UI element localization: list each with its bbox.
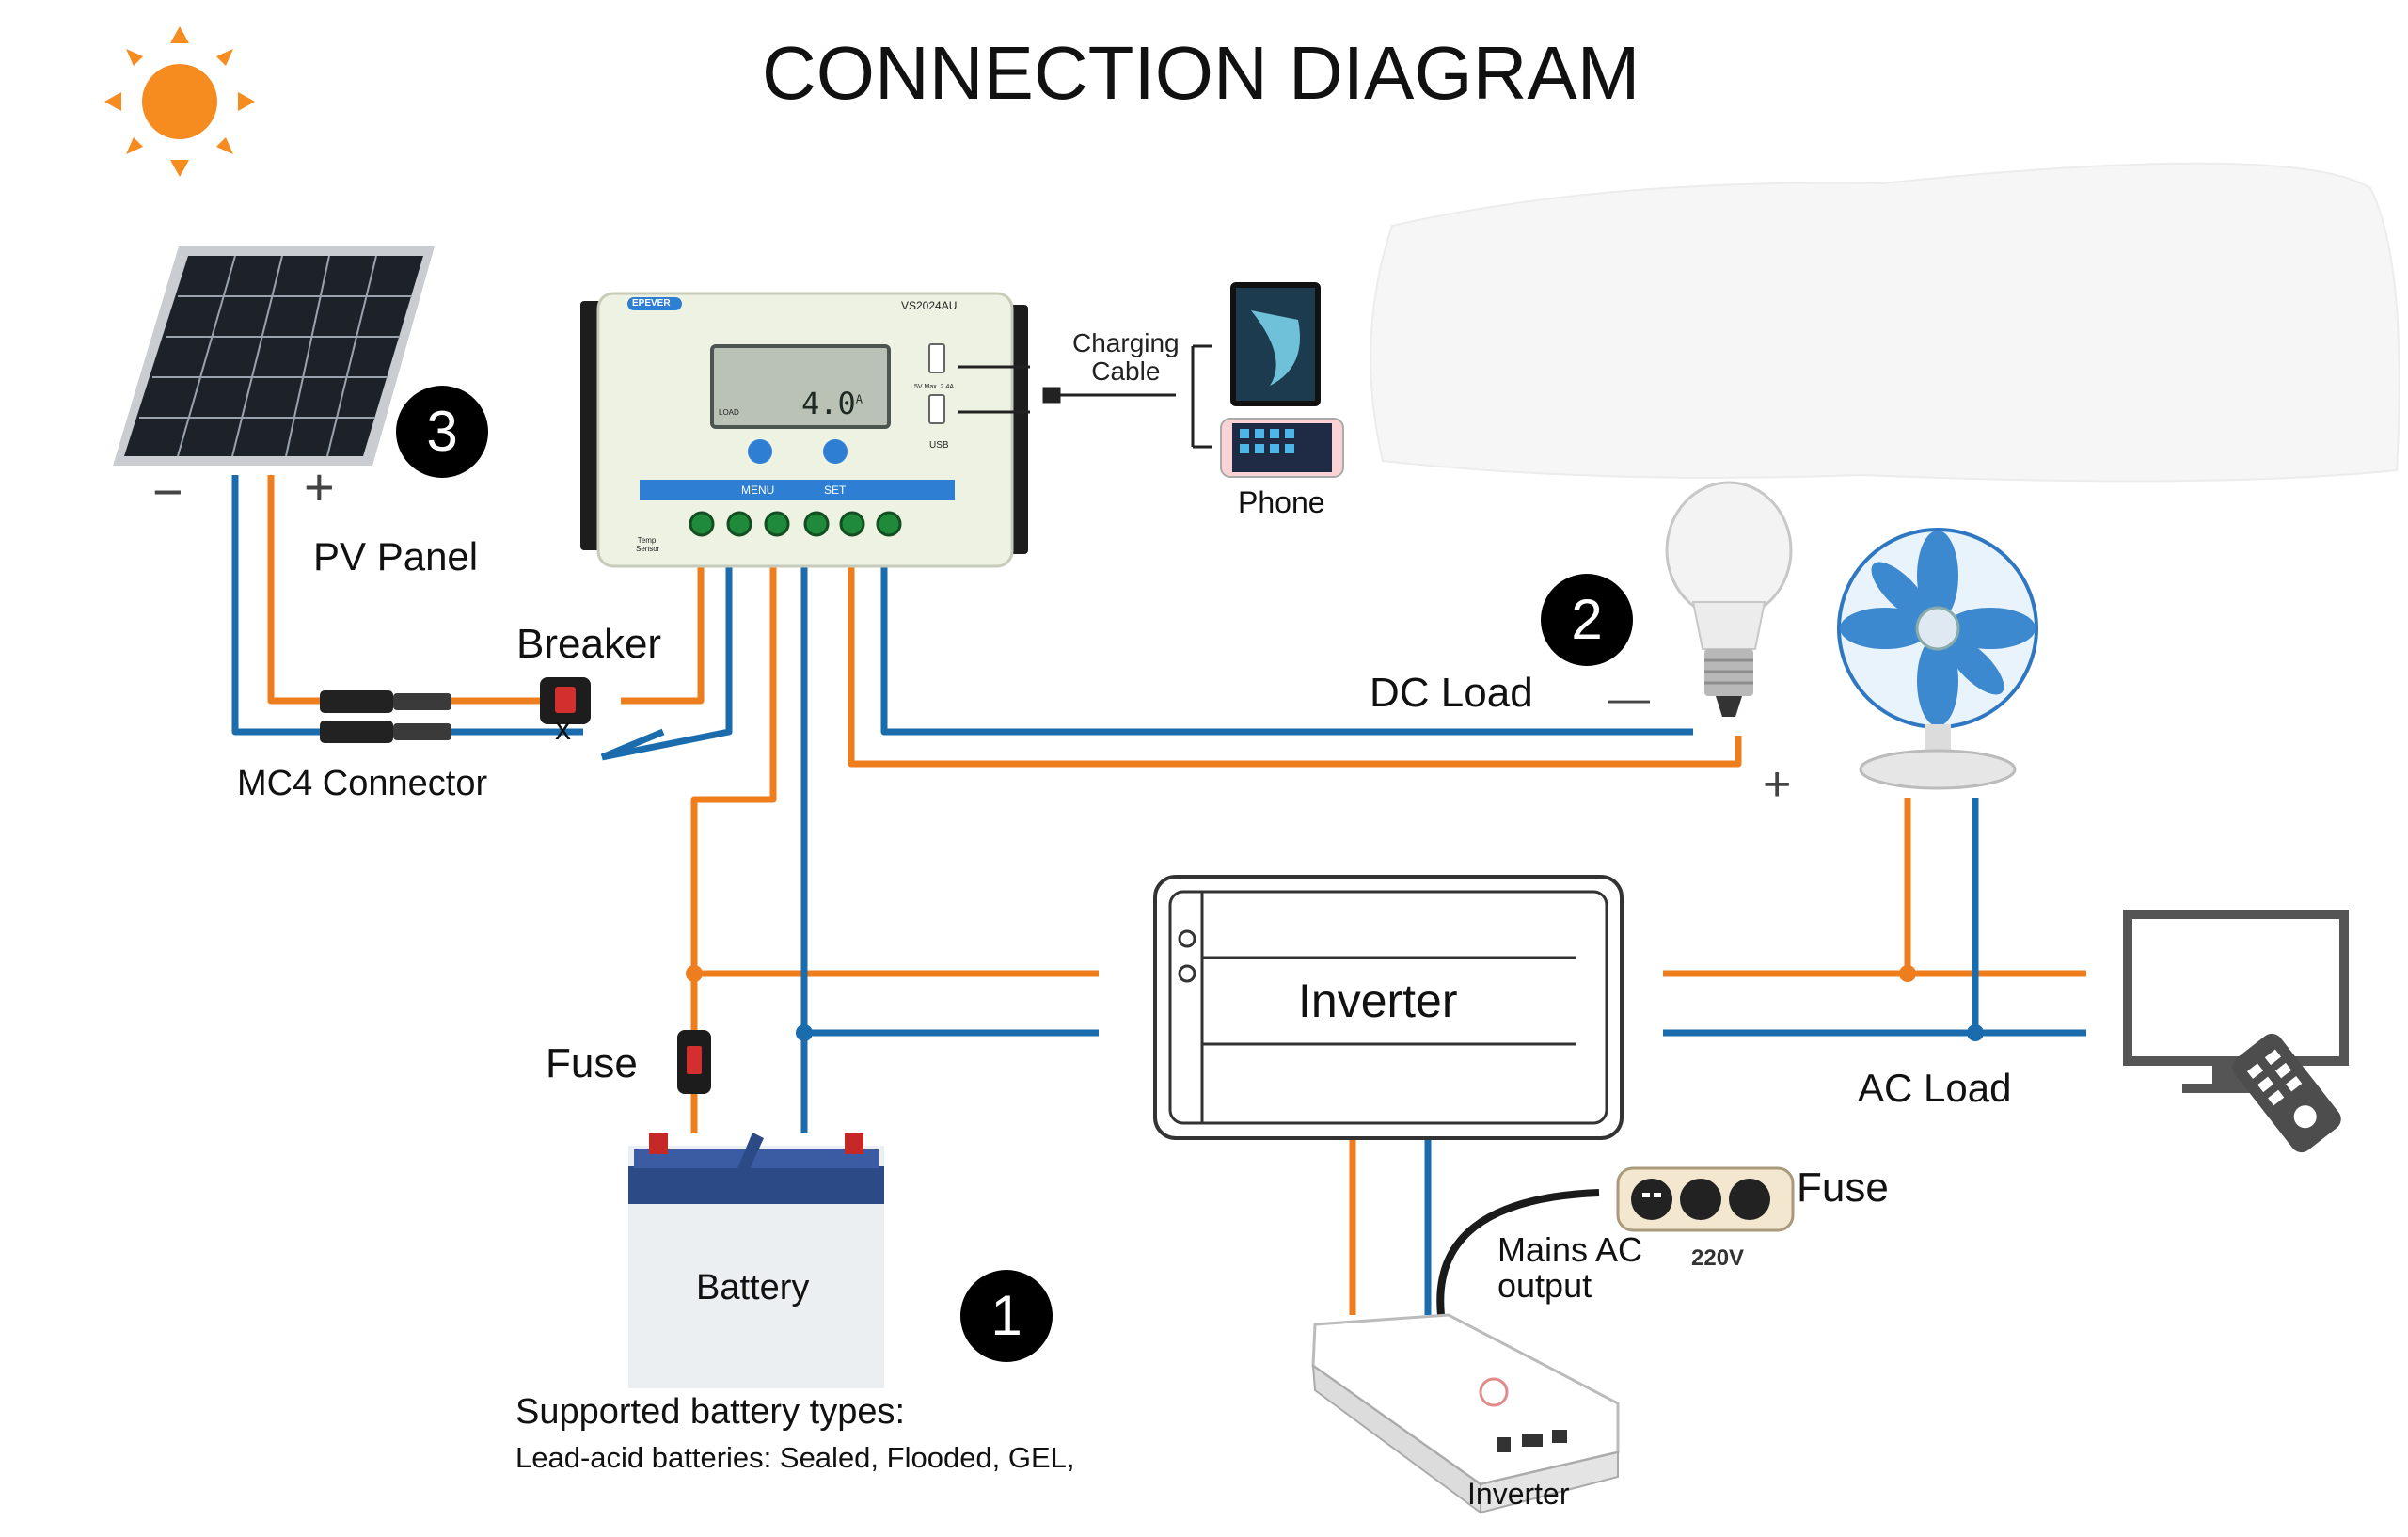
dc-load-negative-wire <box>880 563 1693 736</box>
battery-label: Battery <box>696 1268 810 1307</box>
phone-label: Phone <box>1238 485 1325 519</box>
battery-fuse-label: Fuse <box>546 1040 638 1086</box>
pv-negative-wire <box>231 475 583 736</box>
battery-icon <box>628 1133 884 1388</box>
controller-brand: EPEVER <box>632 298 671 309</box>
controller-menu-label: MENU <box>741 483 775 497</box>
inverter-box-label: Inverter <box>1298 974 1458 1027</box>
power-outlet-icon <box>1616 1166 1795 1232</box>
remote-control-icon <box>2232 1033 2341 1153</box>
phone-icon <box>1220 418 1344 478</box>
breaker-x-mark: x <box>555 711 571 747</box>
charging-cable-line2: Cable <box>1091 357 1161 386</box>
junction-dot <box>686 965 703 982</box>
tv-icon <box>2123 910 2349 1093</box>
solar-panel-icon <box>113 246 435 466</box>
charge-controller <box>580 292 1030 568</box>
ac-load-label: AC Load <box>1858 1066 2012 1110</box>
charging-cable-line1: Charging <box>1072 328 1180 357</box>
voltage-label: 220V <box>1691 1245 1745 1271</box>
inverter-unit-label: Inverter <box>1467 1477 1570 1511</box>
mains-ac-line2: output <box>1497 1266 1592 1305</box>
temp-sensor-line1: Temp. <box>637 536 658 545</box>
sun-icon <box>104 26 255 177</box>
dc-load-positive-wire <box>848 563 1742 768</box>
pv-plus-sign: + <box>304 457 335 516</box>
controller-usb-spec: 5V Max. 2.4A <box>914 384 955 390</box>
page-title: CONNECTION DIAGRAM <box>762 31 1640 115</box>
controller-lcd-reading: 4.0A <box>801 386 863 421</box>
controller-pv-negative-wire <box>601 563 733 761</box>
mains-ac-cable <box>1436 1189 1600 1316</box>
temp-sensor-line2: Sensor <box>636 545 660 553</box>
set-button-icon <box>823 439 848 464</box>
mc4-connector-label: MC4 Connector <box>237 764 488 803</box>
lcd-value: 4.0 <box>801 386 856 421</box>
breaker-positive-wire <box>621 563 705 705</box>
junction-dot <box>796 1024 813 1041</box>
dc-load-label: DC Load <box>1370 670 1533 716</box>
breaker-icon <box>540 677 665 761</box>
ac-load-positive-wire <box>1663 798 2086 977</box>
mc4-connector-icon <box>320 690 452 743</box>
battery-types-heading: Supported battery types: <box>515 1392 906 1432</box>
junction-dot <box>1899 965 1916 982</box>
battery-types-list: Lead-acid batteries: Sealed, Flooded, GE… <box>515 1441 1075 1474</box>
light-bulb-icon <box>1665 481 1793 717</box>
controller-set-label: SET <box>824 483 847 497</box>
background-silhouette <box>1370 162 2400 483</box>
ac-load-negative-wire <box>1663 798 2086 1037</box>
battery-positive-wire <box>690 563 1099 977</box>
lcd-unit: A <box>855 392 863 406</box>
mains-ac-line1: Mains AC <box>1497 1230 1643 1269</box>
charging-cable-icon <box>1042 344 1212 449</box>
junction-dot <box>1967 1024 1984 1041</box>
battery-fuse-icon <box>677 1030 711 1094</box>
marker-two: 2 <box>1541 574 1633 666</box>
temp-sensor-label: Temp.Sensor <box>636 536 659 553</box>
pv-panel-label: PV Panel <box>313 534 479 578</box>
pv-positive-wire <box>267 475 546 705</box>
breaker-label: Breaker <box>516 621 662 667</box>
inverter-box-icon <box>1153 875 1624 1140</box>
controller-model: VS2024AU <box>901 299 958 312</box>
menu-button-icon <box>748 439 772 464</box>
fan-icon <box>1837 528 2038 790</box>
outlet-fuse-label: Fuse <box>1797 1165 1889 1211</box>
marker-three: 3 <box>396 386 488 478</box>
tablet-icon <box>1230 282 1321 406</box>
inverter-unit-icon <box>1311 1313 1620 1514</box>
dc-plus-sign: + <box>1763 757 1792 812</box>
controller-usb-label: USB <box>929 440 949 451</box>
dc-minus-sign: — <box>1608 675 1650 721</box>
marker-one: 1 <box>960 1270 1053 1362</box>
pv-minus-sign: − <box>152 462 183 521</box>
controller-lcd-load: LOAD <box>719 408 739 417</box>
